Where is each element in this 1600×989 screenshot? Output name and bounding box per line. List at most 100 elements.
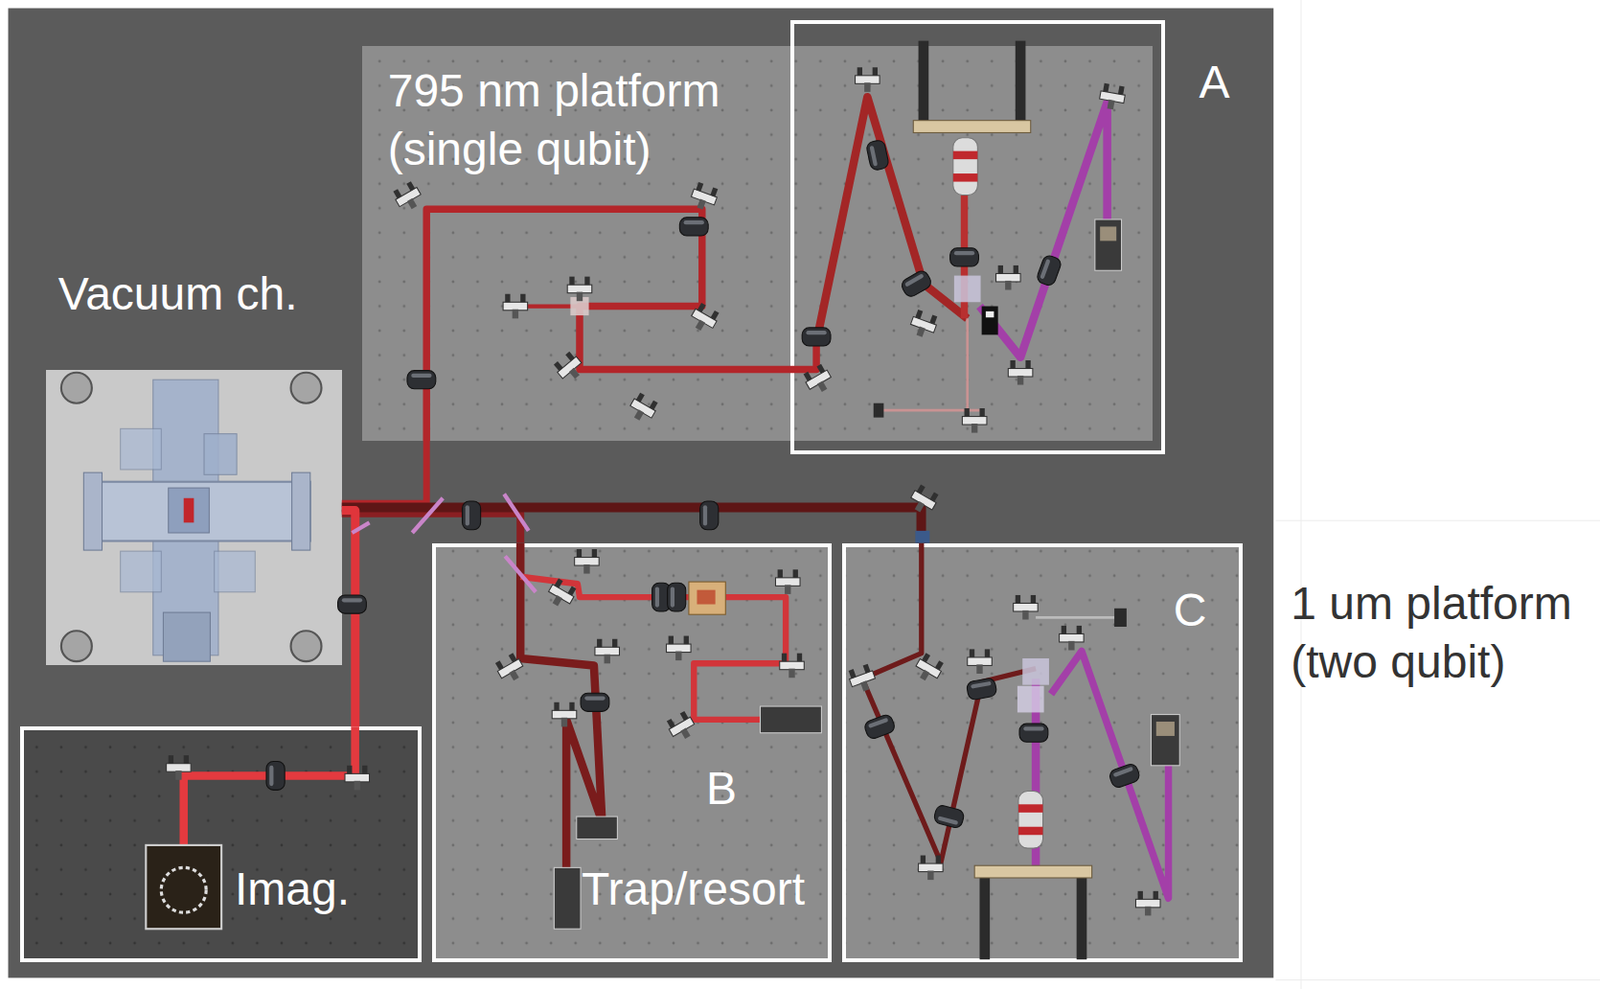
grid-line xyxy=(1300,0,1302,989)
chamber-pump xyxy=(162,612,210,662)
mirror-mount xyxy=(544,576,578,611)
chamber-cell xyxy=(168,487,210,533)
mirror-mount xyxy=(688,181,721,213)
lens xyxy=(700,501,719,530)
camera-sensor xyxy=(160,867,206,913)
chamber-flange xyxy=(292,472,311,550)
mirror-mount xyxy=(846,662,879,695)
lens xyxy=(1035,253,1063,288)
laser-beam xyxy=(1051,651,1168,899)
mirror-mount xyxy=(502,294,528,320)
dichroic-mirror xyxy=(503,494,529,531)
platform-label: 1 um platform (two qubit) xyxy=(1290,574,1598,692)
photodiode xyxy=(982,306,999,336)
laser-beam xyxy=(816,96,968,343)
aom xyxy=(953,137,979,196)
mirror-mount xyxy=(918,855,944,881)
lens xyxy=(652,582,671,612)
dichroic-mirror xyxy=(351,522,369,533)
mirror-mount xyxy=(1059,625,1085,651)
dichroic-mirror xyxy=(411,498,443,533)
breadboard-holes xyxy=(362,45,1153,441)
laser-beam xyxy=(965,318,969,411)
aom-stripe xyxy=(1018,803,1044,813)
laser-device-detail xyxy=(1156,721,1175,736)
mirror-mount xyxy=(594,639,620,664)
mount-ring xyxy=(291,630,322,662)
laser-beam xyxy=(426,208,817,441)
laser-beam xyxy=(510,303,580,308)
lens xyxy=(899,268,934,299)
dichroic-mirror xyxy=(504,555,536,592)
platform-label: 795 nm platform (single qubit) xyxy=(388,62,817,180)
section-letter: C xyxy=(1173,581,1235,640)
aod-crystal xyxy=(696,590,715,605)
beam-dump xyxy=(1114,608,1127,627)
laser-beam xyxy=(342,513,521,544)
chamber-port xyxy=(120,550,162,593)
atom-cloud xyxy=(183,498,195,524)
laser-beam xyxy=(342,510,356,728)
mount-ring xyxy=(291,372,322,404)
section-box: A xyxy=(790,20,1166,455)
mirror-mount xyxy=(686,301,721,336)
table-group xyxy=(8,0,1600,989)
mirror-mount xyxy=(996,265,1022,291)
laser-beam xyxy=(979,102,1107,358)
laser-device xyxy=(553,867,581,929)
mirror-mount xyxy=(1135,891,1161,916)
waveplate xyxy=(914,530,930,544)
section-letter: B xyxy=(706,759,768,819)
lens xyxy=(338,594,367,614)
beam-splitter xyxy=(570,297,589,316)
chamber-port xyxy=(120,428,162,470)
laser-beam xyxy=(1031,678,1041,872)
rail xyxy=(918,41,930,134)
section-box: C xyxy=(842,543,1244,963)
mirror-mount xyxy=(775,569,800,595)
mirror-mount xyxy=(1097,82,1127,112)
section-letter: A xyxy=(1198,53,1260,113)
breadboard-holes xyxy=(24,731,418,960)
beam-splitter xyxy=(1017,685,1045,713)
laser-beam xyxy=(342,506,922,543)
beam-dump xyxy=(873,403,885,418)
lens xyxy=(266,761,285,791)
laser-beam xyxy=(520,576,786,720)
lens xyxy=(461,501,480,530)
laser-beam xyxy=(1035,616,1118,619)
optical-table xyxy=(8,8,1275,979)
chamber-port xyxy=(204,434,237,476)
lens xyxy=(1107,761,1142,789)
lens xyxy=(965,677,998,701)
camera xyxy=(145,845,222,929)
mirror-mount xyxy=(908,308,940,341)
section-label: Trap/resort xyxy=(581,860,847,919)
lens xyxy=(933,803,966,829)
grid-line xyxy=(1275,520,1600,522)
mirror-mount xyxy=(961,408,987,434)
imaging-box: Imag. xyxy=(20,726,422,962)
mirror-mount xyxy=(344,765,370,791)
mirror-mount xyxy=(801,363,836,397)
mirror-mount xyxy=(912,651,946,686)
lens xyxy=(801,327,831,346)
laser-device xyxy=(1095,219,1122,271)
mirror-mount xyxy=(967,648,993,674)
mirror-mount xyxy=(166,754,192,780)
lens xyxy=(679,217,709,236)
chamber-vertical-arm xyxy=(153,379,219,656)
mirror-mount xyxy=(551,349,587,385)
imaging-label: Imag. xyxy=(234,860,409,919)
mount-ring xyxy=(61,372,92,404)
optical-platform: A795 nm platform (single qubit) xyxy=(362,45,1153,441)
aod xyxy=(688,581,726,615)
lens xyxy=(863,712,897,740)
chamber-tube xyxy=(85,481,310,542)
laser-beam xyxy=(342,440,427,503)
breadboard-holes xyxy=(845,547,1239,959)
